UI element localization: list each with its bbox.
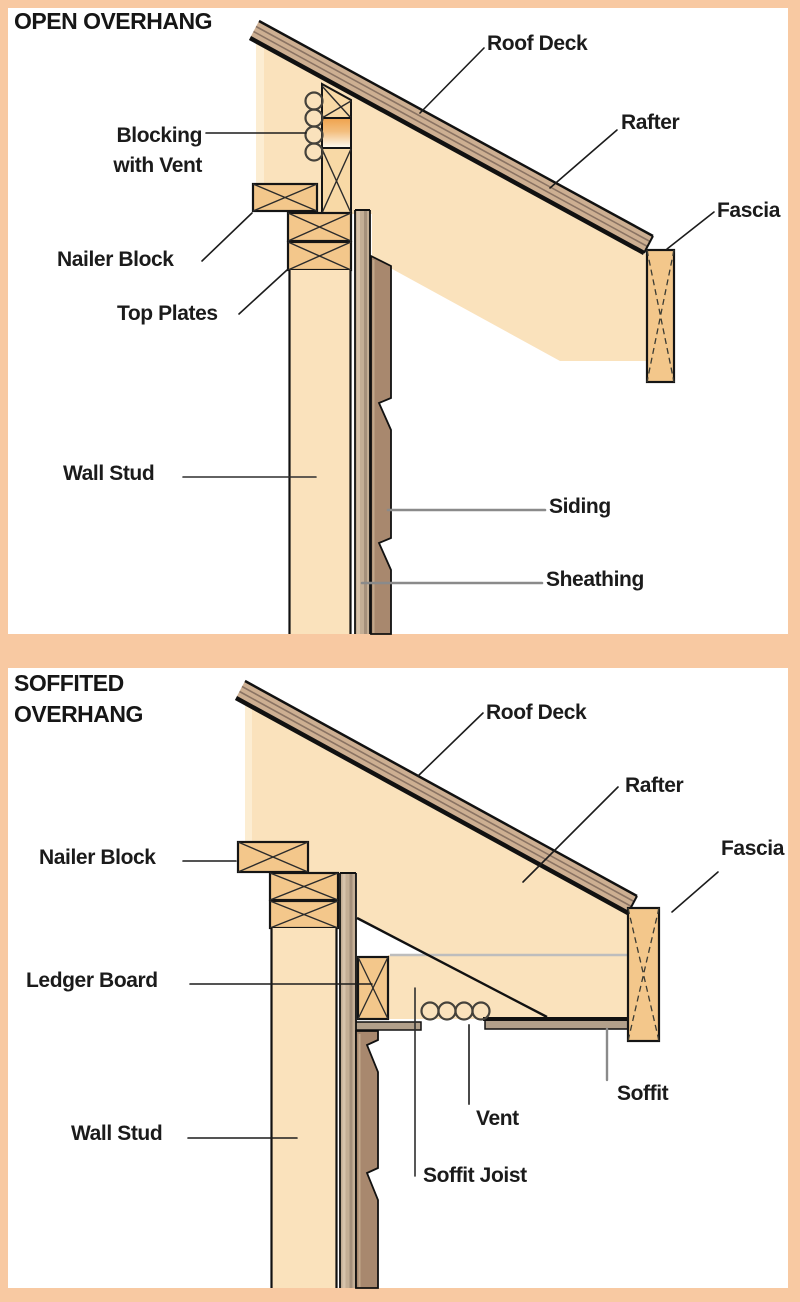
label-top-plates: Top Plates (117, 302, 218, 325)
label-soffit: Soffit (617, 1082, 669, 1105)
label-blocking-with-vent: Blocking with Vent (70, 121, 202, 181)
sheathing (354, 209, 371, 634)
label-sheathing: Sheathing (546, 568, 644, 591)
rafter (256, 40, 646, 361)
fascia (626, 906, 661, 1043)
ledger-board (356, 955, 390, 1021)
roof-deck (234, 679, 638, 915)
fascia (645, 248, 676, 384)
label-nailer-block-2: Nailer Block (39, 846, 156, 869)
roof-deck (248, 19, 654, 255)
vent-coil (304, 91, 324, 162)
label-blocking-line1: Blocking (116, 124, 203, 147)
open-overhang-drawing (182, 19, 715, 635)
soffit-joist (388, 955, 628, 1019)
rafter (245, 700, 628, 1019)
label-siding: Siding (549, 495, 611, 518)
sheathing (339, 872, 357, 1288)
rafter-bottom-edge (356, 916, 548, 1019)
soffited-overhang-drawing (182, 679, 719, 1289)
label-roof-deck-2: Roof Deck (486, 701, 587, 724)
nailer-block (251, 182, 319, 213)
siding (355, 1030, 379, 1289)
label-rafter: Rafter (621, 111, 680, 134)
label-wall-stud-2: Wall Stud (71, 1122, 163, 1145)
blocking-with-vent (321, 82, 352, 215)
label-soffit-joist: Soffit Joist (423, 1164, 527, 1187)
gable-edge-highlight (245, 700, 252, 842)
soffited-title-line1: SOFFITED (14, 670, 124, 696)
soffit (351, 1017, 629, 1031)
label-fascia: Fascia (717, 199, 780, 222)
label-vent: Vent (476, 1107, 519, 1130)
nailer-block (236, 840, 310, 874)
label-fascia-2: Fascia (721, 837, 784, 860)
label-wall-stud: Wall Stud (63, 462, 155, 485)
gable-edge-highlight (256, 44, 264, 184)
vent-opening (321, 117, 352, 149)
open-overhang-title: OPEN OVERHANG (14, 8, 212, 34)
top-plates (268, 871, 340, 930)
label-roof-deck: Roof Deck (487, 32, 588, 55)
leader-lines-soffited (182, 712, 719, 1177)
leader-lines-open (182, 47, 715, 585)
soffited-title-line2: OVERHANG (14, 701, 143, 727)
label-nailer-block: Nailer Block (57, 248, 174, 271)
label-rafter-2: Rafter (625, 774, 684, 797)
top-plates (286, 211, 353, 272)
soffited-overhang-title: SOFFITED OVERHANG (14, 668, 143, 730)
wall-stud (288, 270, 352, 634)
vent-coil (420, 1001, 491, 1021)
siding (370, 254, 392, 635)
wall-stud (270, 928, 338, 1288)
label-blocking-line2: with Vent (113, 154, 202, 177)
label-ledger-board: Ledger Board (26, 969, 158, 992)
